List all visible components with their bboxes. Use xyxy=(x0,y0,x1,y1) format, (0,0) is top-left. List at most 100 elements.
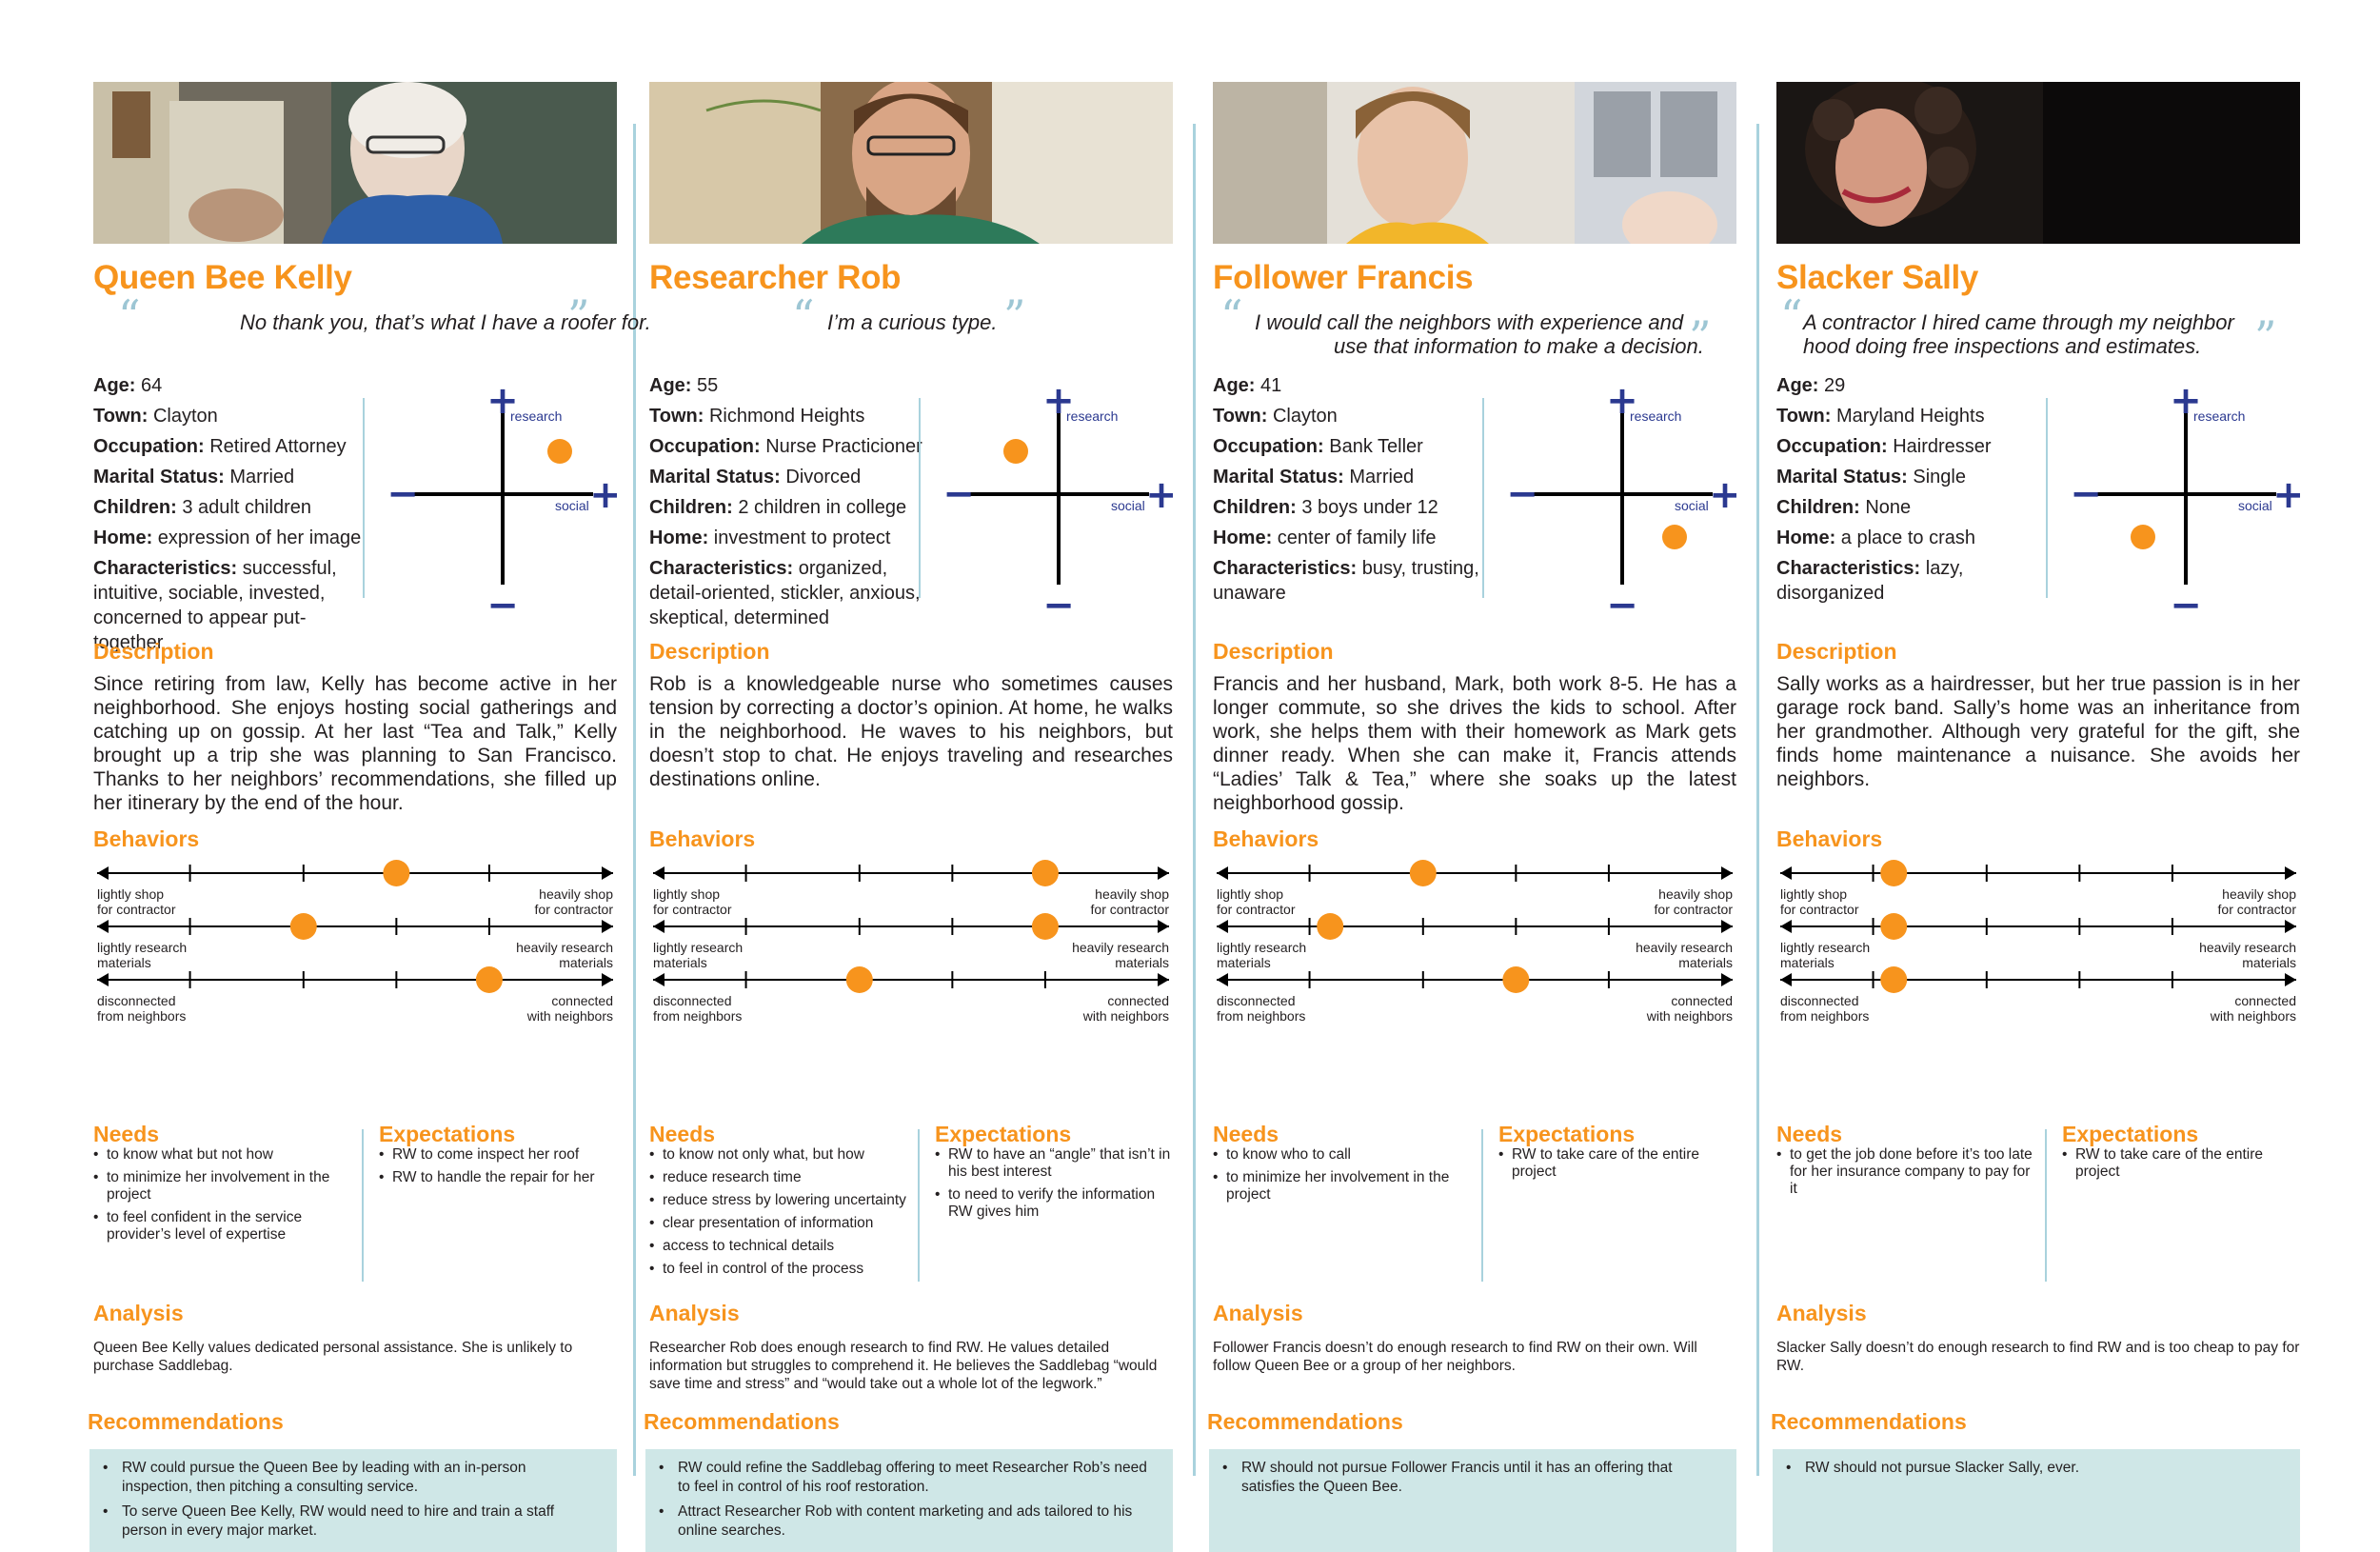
recommendations-heading: Recommendations xyxy=(88,1409,284,1434)
portrait-image xyxy=(649,82,1173,244)
needs-list-container: to get the job done before it’s too late… xyxy=(1776,1146,2033,1204)
expectations-list: RW to take care of the entire project xyxy=(2062,1146,2300,1181)
need-item: to get the job done before it’s too late… xyxy=(1776,1146,2033,1198)
scale-left-label: materials xyxy=(1780,955,1835,970)
needs-list-container: to know who to callto minimize her invol… xyxy=(1213,1146,1470,1209)
attr-children: Children: 2 children in college xyxy=(649,492,925,523)
attr-town: Town: Clayton xyxy=(1213,401,1489,431)
attr-value: 3 adult children xyxy=(176,497,311,518)
attr-key: Home: xyxy=(649,527,709,548)
expectations-list-container: RW to take care of the entire project xyxy=(2062,1146,2300,1186)
persona-name: Researcher Rob xyxy=(649,259,902,296)
attr-key: Children: xyxy=(1776,497,1860,518)
recommendations-list: RW should not pursue Follower Francis un… xyxy=(1222,1459,1717,1502)
attr-value: a place to crash xyxy=(1835,527,1975,548)
needs-divider xyxy=(918,1129,920,1282)
scale-left-label: lightly research xyxy=(1780,940,1870,955)
attr-home: Home: a place to crash xyxy=(1776,523,2053,553)
research-axis-label: research xyxy=(2193,408,2245,424)
behavior-dot xyxy=(1031,913,1059,940)
description-text: Since retiring from law, Kelly has becom… xyxy=(93,673,617,814)
expectations-list-container: RW to come inspect her roofRW to handle … xyxy=(379,1146,617,1192)
scale-left-label: lightly research xyxy=(1217,940,1306,955)
attr-value: lazy, disorganized xyxy=(1776,558,1964,604)
scale-arrow-left xyxy=(1780,920,1792,933)
needs-heading: Needs xyxy=(1776,1122,1843,1146)
attr-key: Characteristics: xyxy=(93,558,238,579)
attr-value: Married xyxy=(224,467,295,487)
analysis-text: Slacker Sally doesn’t do enough research… xyxy=(1776,1340,2300,1374)
open-quote-mark: “ xyxy=(118,290,141,342)
attr-value: Nurse Practicioner xyxy=(760,436,922,457)
scale-arrow-right xyxy=(1721,920,1733,933)
attr-key: Home: xyxy=(1213,527,1273,548)
persona-card: Slacker Sally“A contractor I hired came … xyxy=(1771,82,2305,1552)
attr-value: center of family life xyxy=(1272,527,1437,548)
needs-list: to know who to callto minimize her invol… xyxy=(1213,1146,1470,1204)
needs-list: to know not only what, but howreduce res… xyxy=(649,1146,906,1278)
description-text: Sally works as a hairdresser, but her tr… xyxy=(1776,673,2300,790)
attr-key: Town: xyxy=(649,406,704,427)
need-item: reduce research time xyxy=(649,1169,906,1186)
scale-left-label: lightly shop xyxy=(97,886,164,902)
quote-text: use that information to make a decision. xyxy=(1334,334,1704,358)
attr-value: Maryland Heights xyxy=(1831,406,1985,427)
recommendations-list: RW should not pursue Slacker Sally, ever… xyxy=(1786,1459,2281,1483)
scale-arrow-left xyxy=(653,866,664,880)
expectations-list: RW to have an “angle” that isn’t in his … xyxy=(935,1146,1173,1221)
attr-divider xyxy=(1482,398,1484,598)
scale-right-label: materials xyxy=(2242,955,2296,970)
attr-characteristics: Characteristics: successful, intuitive, … xyxy=(93,556,369,655)
research-axis-label: research xyxy=(510,408,562,424)
need-item: to feel confident in the service provide… xyxy=(93,1209,350,1244)
behaviors-heading: Behaviors xyxy=(93,826,200,851)
close-quote-mark: ” xyxy=(1003,290,1026,342)
open-quote-mark: “ xyxy=(1780,290,1803,342)
scale-right-label: connected xyxy=(551,993,613,1008)
analysis-heading: Analysis xyxy=(649,1301,740,1325)
attr-divider xyxy=(363,398,365,598)
scale-right-label: materials xyxy=(1115,955,1169,970)
recommendations-box: RW could pursue the Queen Bee by leading… xyxy=(89,1449,617,1552)
attr-key: Marital Status: xyxy=(649,467,781,487)
attr-key: Marital Status: xyxy=(93,467,225,487)
attr-age: Age: 41 xyxy=(1213,370,1489,401)
quote-text: I would call the neighbors with experien… xyxy=(1255,310,1684,334)
persona-position-dot xyxy=(1003,439,1028,464)
needs-heading: Needs xyxy=(1213,1122,1279,1146)
persona-name: Follower Francis xyxy=(1213,259,1474,296)
analysis-text: Queen Bee Kelly values dedicated persona… xyxy=(93,1340,573,1374)
attr-key: Occupation: xyxy=(1776,436,1888,457)
scale-right-label: heavily research xyxy=(2199,940,2296,955)
analysis-heading: Analysis xyxy=(1776,1301,1867,1325)
scale-right-label: for contractor xyxy=(1655,902,1734,917)
scale-right-label: heavily research xyxy=(516,940,613,955)
research-plus-sign: + xyxy=(2170,385,2202,423)
scale-arrow-left xyxy=(97,866,109,880)
need-item: to know what but not how xyxy=(93,1146,350,1164)
persona-name: Slacker Sally xyxy=(1776,259,1979,296)
persona-position-dot xyxy=(2131,525,2155,549)
attr-key: Characteristics: xyxy=(1776,558,1921,579)
needs-divider xyxy=(1481,1129,1483,1282)
research-minus-sign: − xyxy=(1042,584,1075,613)
scale-left-label: lightly shop xyxy=(1217,886,1283,902)
attr-marital-status: Marital Status: Single xyxy=(1776,462,2053,492)
persona-name: Queen Bee Kelly xyxy=(93,259,352,296)
attr-home: Home: investment to protect xyxy=(649,523,925,553)
behaviors-heading: Behaviors xyxy=(1776,826,1883,851)
attr-children: Children: 3 adult children xyxy=(93,492,369,523)
scale-right-label: connected xyxy=(1107,993,1169,1008)
attr-key: Marital Status: xyxy=(1776,467,1908,487)
attr-marital-status: Marital Status: Divorced xyxy=(649,462,925,492)
social-axis-label: social xyxy=(1675,498,1709,513)
attr-characteristics: Characteristics: lazy, disorganized xyxy=(1776,556,2053,606)
scale-arrow-right xyxy=(1158,866,1169,880)
